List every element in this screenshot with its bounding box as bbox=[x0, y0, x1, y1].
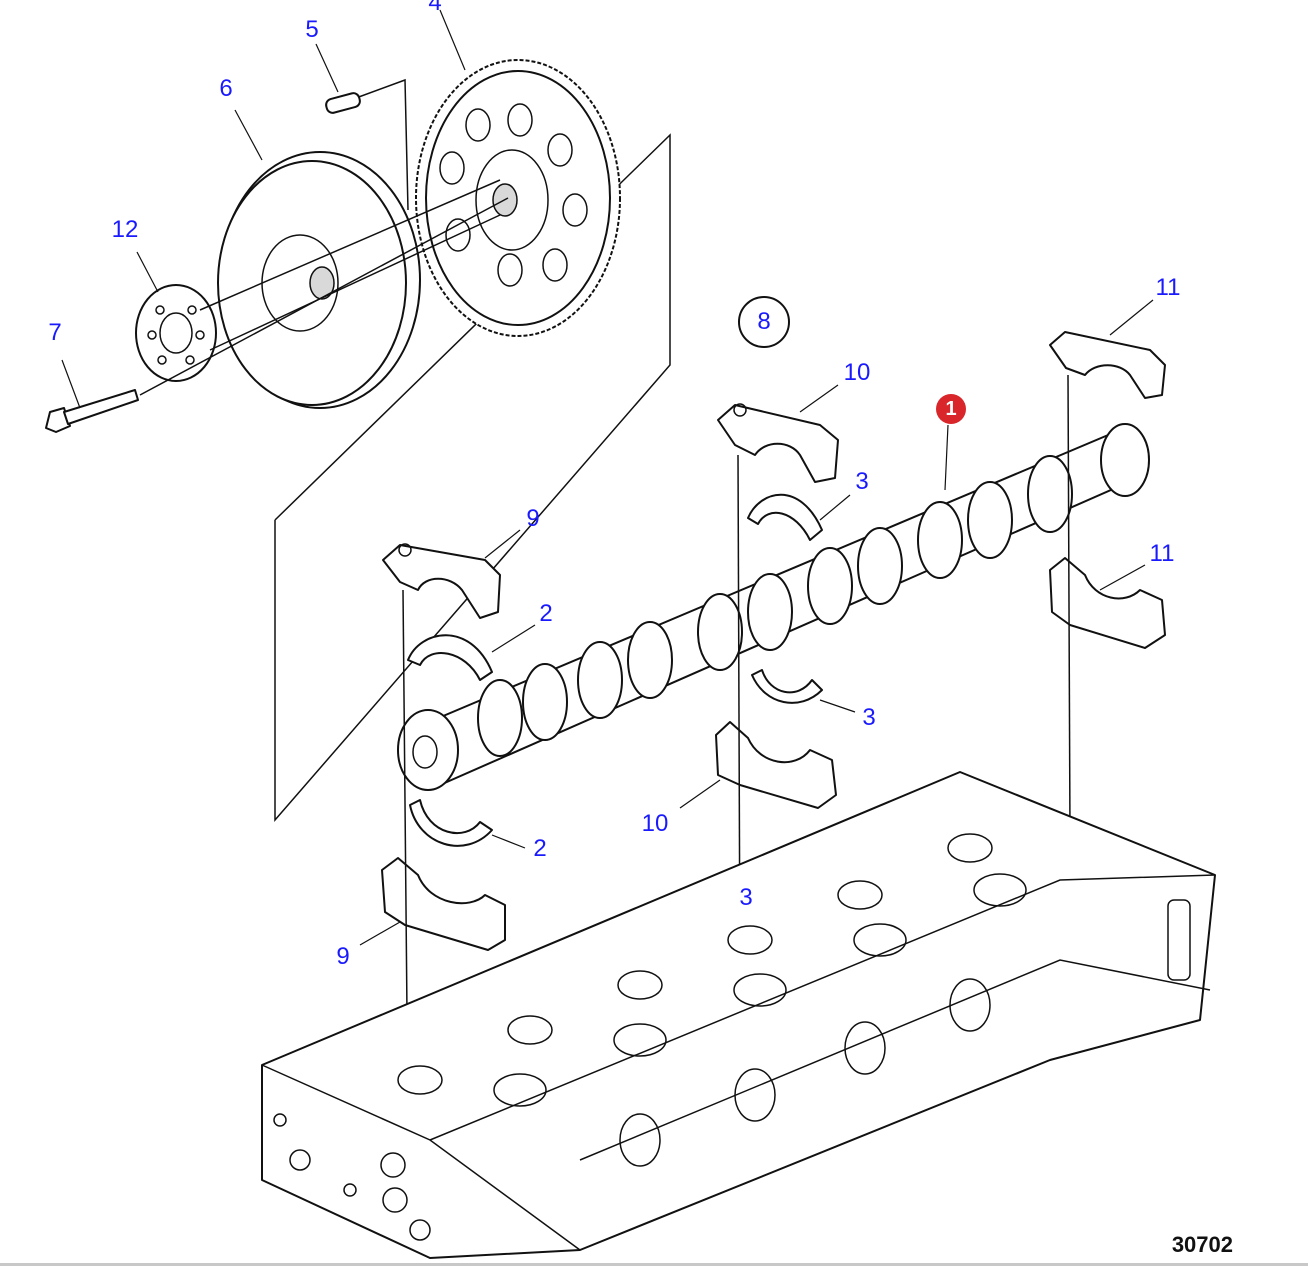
camshaft bbox=[397, 423, 1150, 791]
dowel-pin bbox=[325, 92, 361, 114]
callout-4-label: 4 bbox=[428, 0, 442, 16]
callout-3-middle-label: 3 bbox=[862, 704, 876, 731]
callout-10-lower-label: 10 bbox=[641, 810, 669, 837]
bearing-shell-2-upper bbox=[407, 634, 493, 681]
leader-line bbox=[679, 779, 721, 809]
leader-line bbox=[484, 529, 521, 559]
bottom-divider bbox=[0, 1263, 1308, 1266]
callout-1-label: 1 bbox=[945, 398, 957, 420]
leader-line bbox=[315, 43, 339, 93]
callout-9-upper-label: 9 bbox=[526, 505, 540, 532]
callout-12-label: 12 bbox=[111, 216, 139, 243]
bearing-cap-10-upper bbox=[717, 403, 839, 483]
callout-9-lower-label: 9 bbox=[336, 943, 350, 970]
callout-8-marker bbox=[738, 296, 790, 348]
bearing-shell-2-lower bbox=[409, 799, 493, 847]
assembly-axis-line bbox=[209, 214, 501, 351]
leader-line bbox=[944, 424, 949, 491]
leader-line bbox=[819, 699, 856, 713]
hub-bolt bbox=[45, 389, 139, 433]
callout-3-upper-label: 3 bbox=[855, 468, 869, 495]
callout-7-label: 7 bbox=[48, 319, 62, 346]
pin-bracket-line bbox=[355, 78, 409, 211]
leader-line bbox=[136, 251, 159, 293]
callout-11-upper-label: 11 bbox=[1155, 274, 1181, 301]
bearing-shell-3-middle bbox=[751, 669, 823, 704]
callout-6-label: 6 bbox=[219, 75, 233, 102]
alignment-line bbox=[1067, 374, 1071, 836]
bearing-cap-10-lower bbox=[715, 721, 837, 809]
leader-line bbox=[359, 921, 401, 946]
callout-2-upper-label: 2 bbox=[539, 600, 553, 627]
callout-8-label: 8 bbox=[757, 308, 771, 335]
leader-line bbox=[819, 494, 851, 521]
leader-line bbox=[1109, 299, 1154, 336]
leader-line bbox=[439, 9, 466, 71]
bearing-cap-9-upper bbox=[382, 543, 501, 619]
bearing-cap-9-lower bbox=[381, 857, 506, 951]
cylinder-head bbox=[261, 771, 1216, 1259]
callout-11-lower-label: 11 bbox=[1149, 540, 1175, 567]
bearing-cap-11-lower bbox=[1049, 557, 1166, 649]
leader-line bbox=[491, 624, 536, 653]
diagram-reference-number: 30702 bbox=[1171, 1232, 1233, 1257]
callout-2-lower-label: 2 bbox=[533, 835, 547, 862]
assembly-axis-line bbox=[199, 179, 501, 311]
flywheel-disc bbox=[217, 151, 421, 409]
callout-5-label: 5 bbox=[305, 16, 319, 43]
camshaft-gear bbox=[415, 59, 621, 337]
callout-10-upper-label: 10 bbox=[843, 359, 871, 386]
callout-3-lower-label: 3 bbox=[739, 884, 753, 911]
callout-1-marker bbox=[936, 394, 966, 424]
bearing-cap-11-upper bbox=[1049, 331, 1166, 399]
leader-line bbox=[61, 359, 81, 409]
bearing-shell-3-upper bbox=[747, 493, 823, 541]
leader-line bbox=[799, 384, 839, 413]
hub-plate bbox=[135, 284, 217, 382]
leader-line bbox=[1099, 564, 1146, 591]
leader-line bbox=[491, 834, 526, 849]
leader-line bbox=[234, 109, 263, 161]
